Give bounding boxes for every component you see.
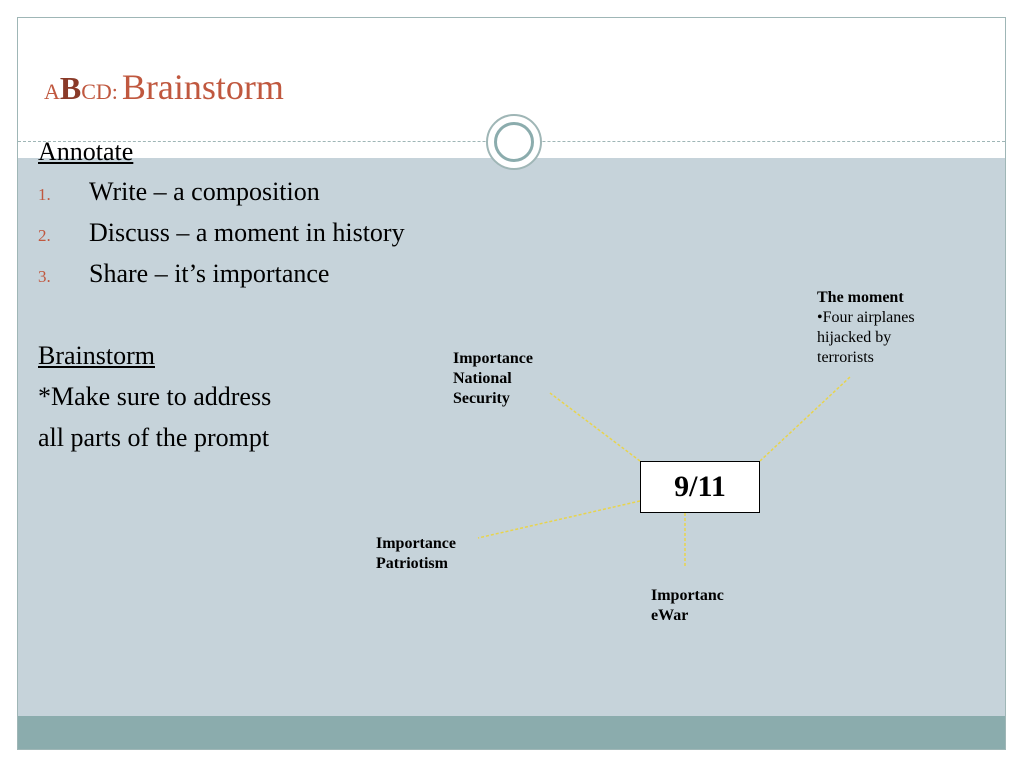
label-war-line2: eWar	[651, 607, 689, 624]
list-item-3: Share – it’s importance	[89, 259, 330, 288]
label-importance-national-security: Importance National Security	[453, 349, 533, 409]
brainstorm-note-line2: all parts of the prompt	[38, 423, 270, 452]
circle-ornament-icon	[486, 114, 542, 170]
label-ns-line2: National	[453, 370, 512, 387]
label-ns-line1: Importance	[453, 350, 533, 367]
label-war-line1: Importanc	[651, 587, 724, 604]
list-number-1: 1.	[38, 185, 51, 204]
title-prefix-cd: CD:	[81, 79, 118, 104]
connector-national-security	[549, 392, 641, 462]
footer-bar	[18, 716, 1005, 749]
center-topic-box: 9/11	[640, 461, 760, 513]
list-number-2: 2.	[38, 226, 51, 245]
title-prefix-a: A	[44, 79, 60, 104]
list-item-2: Discuss – a moment in history	[89, 218, 405, 247]
label-moment-line3: terrorists	[817, 349, 874, 366]
label-ns-line3: Security	[453, 390, 510, 407]
label-the-moment: The moment •Four airplanes hijacked by t…	[817, 288, 915, 368]
label-importance-war: Importanc eWar	[651, 586, 724, 626]
label-moment-line1: •Four airplanes	[817, 309, 915, 326]
slide-title: ABCD: Brainstorm	[44, 66, 284, 108]
connector-lines	[477, 376, 851, 568]
annotate-heading: Annotate	[38, 137, 134, 166]
brainstorm-heading: Brainstorm	[38, 341, 155, 370]
label-moment-line2: hijacked by	[817, 329, 892, 346]
brainstorm-note-line1: *Make sure to address	[38, 382, 272, 411]
list-number-3: 3.	[38, 267, 51, 286]
title-prefix-b: B	[59, 70, 82, 106]
title-main: Brainstorm	[121, 67, 284, 107]
content-area	[18, 158, 1005, 716]
label-patriotism-line2: Patriotism	[376, 555, 448, 572]
list-item-1: Write – a composition	[89, 177, 320, 206]
circle-ornament-inner	[494, 122, 534, 162]
label-patriotism-line1: Importance	[376, 535, 456, 552]
connector-moment	[759, 376, 851, 462]
label-moment-heading: The moment	[817, 289, 904, 306]
connector-patriotism	[477, 500, 641, 539]
slide: ABCD: Brainstorm Annotate 1. Write – a c…	[17, 17, 1006, 750]
label-importance-patriotism: Importance Patriotism	[376, 534, 456, 574]
